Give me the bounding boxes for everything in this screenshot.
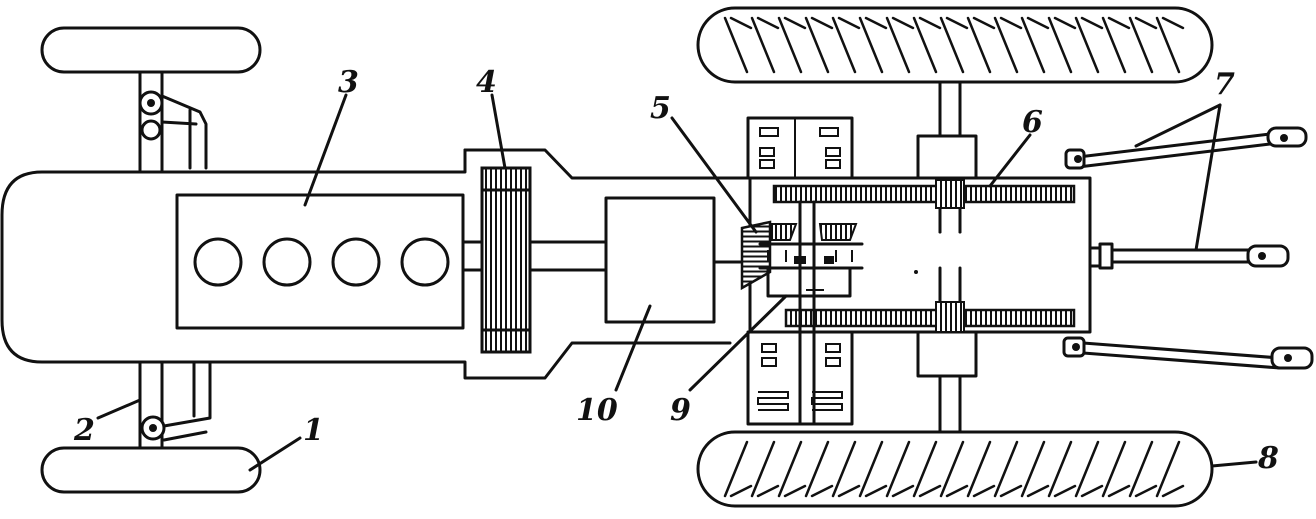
final-drive-upper — [772, 184, 1076, 204]
tire-tread-mark — [1074, 16, 1104, 74]
tire-tread-mark — [912, 440, 942, 498]
tire-tread-mark — [750, 440, 780, 498]
rear-wheel-upper — [696, 6, 1214, 84]
leader-lines — [96, 93, 1258, 472]
front-wheel-right — [40, 446, 262, 494]
label-6: 6 — [1022, 105, 1043, 140]
tire-tread-mark — [804, 16, 834, 74]
tire-tread-mark — [750, 16, 780, 74]
tire-tread-mark — [885, 16, 915, 74]
tire-tread-mark — [912, 16, 942, 74]
tire-tread-mark — [939, 440, 969, 498]
gearbox — [604, 196, 716, 324]
label-1: 1 — [303, 413, 324, 448]
brake-upper — [746, 116, 854, 180]
bevel-gear-drive — [740, 220, 858, 291]
steering-linkage-bottom — [138, 360, 212, 450]
tire-tread-mark — [1047, 16, 1077, 74]
tire-tread-mark — [1155, 16, 1185, 74]
front-wheel-left — [40, 26, 262, 74]
tire-tread-mark — [1020, 16, 1050, 74]
label-2: 2 — [73, 413, 95, 448]
main-shaft — [528, 240, 744, 272]
label-8: 8 — [1257, 441, 1279, 476]
tire-tread-mark — [831, 16, 861, 74]
label-9: 9 — [670, 393, 691, 428]
hitch-linkage — [1062, 126, 1314, 370]
flywheel-clutch — [461, 166, 532, 354]
engine-block — [175, 193, 465, 330]
tire-tread-mark — [777, 16, 807, 74]
tire-tread-mark — [993, 440, 1023, 498]
tire-tread-mark — [1101, 16, 1131, 74]
label-3: 3 — [338, 65, 359, 100]
tire-tread-mark — [966, 440, 996, 498]
tire-tread-mark — [1128, 440, 1158, 498]
tire-tread-mark — [1047, 440, 1077, 498]
tire-tread-mark — [858, 440, 888, 498]
tire-tread-mark — [804, 440, 834, 498]
tractor-frame — [0, 148, 762, 380]
rear-axle-upper — [916, 80, 978, 234]
tire-tread-mark — [777, 440, 807, 498]
tire-tread-mark — [966, 16, 996, 74]
tire-tread-mark — [723, 16, 753, 74]
label-10: 10 — [576, 393, 618, 428]
tire-tread-mark — [1128, 16, 1158, 74]
label-4: 4 — [476, 65, 497, 100]
label-5: 5 — [650, 91, 671, 126]
rear-wheel-lower — [696, 430, 1214, 508]
label-7: 7 — [1214, 67, 1235, 102]
tire-tread-mark — [1020, 440, 1050, 498]
tire-tread-mark — [1101, 440, 1131, 498]
tire-tread-mark — [939, 16, 969, 74]
steering-linkage-top — [138, 70, 208, 172]
tire-tread-mark — [723, 440, 753, 498]
tire-tread-mark — [1155, 440, 1185, 498]
tire-tread-mark — [858, 16, 888, 74]
differential — [758, 200, 864, 426]
tire-tread-mark — [885, 440, 915, 498]
tire-tread-mark — [1074, 440, 1104, 498]
tire-tread-mark — [993, 16, 1023, 74]
final-drive-lower — [784, 308, 1076, 328]
rear-axle-lower — [916, 266, 978, 434]
tire-tread-mark — [831, 440, 861, 498]
